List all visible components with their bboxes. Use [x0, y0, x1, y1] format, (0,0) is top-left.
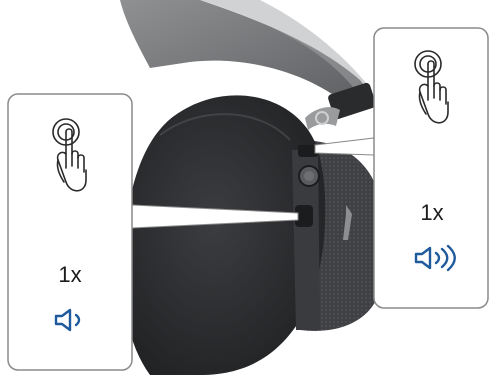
callout-left: 1x — [8, 94, 132, 370]
callout-right: 1x — [374, 28, 488, 308]
control-button[interactable] — [299, 166, 319, 186]
count-label-right: 1x — [420, 200, 443, 225]
pointer-right — [315, 138, 374, 155]
headband — [120, 0, 372, 104]
count-label-left: 1x — [58, 262, 81, 287]
